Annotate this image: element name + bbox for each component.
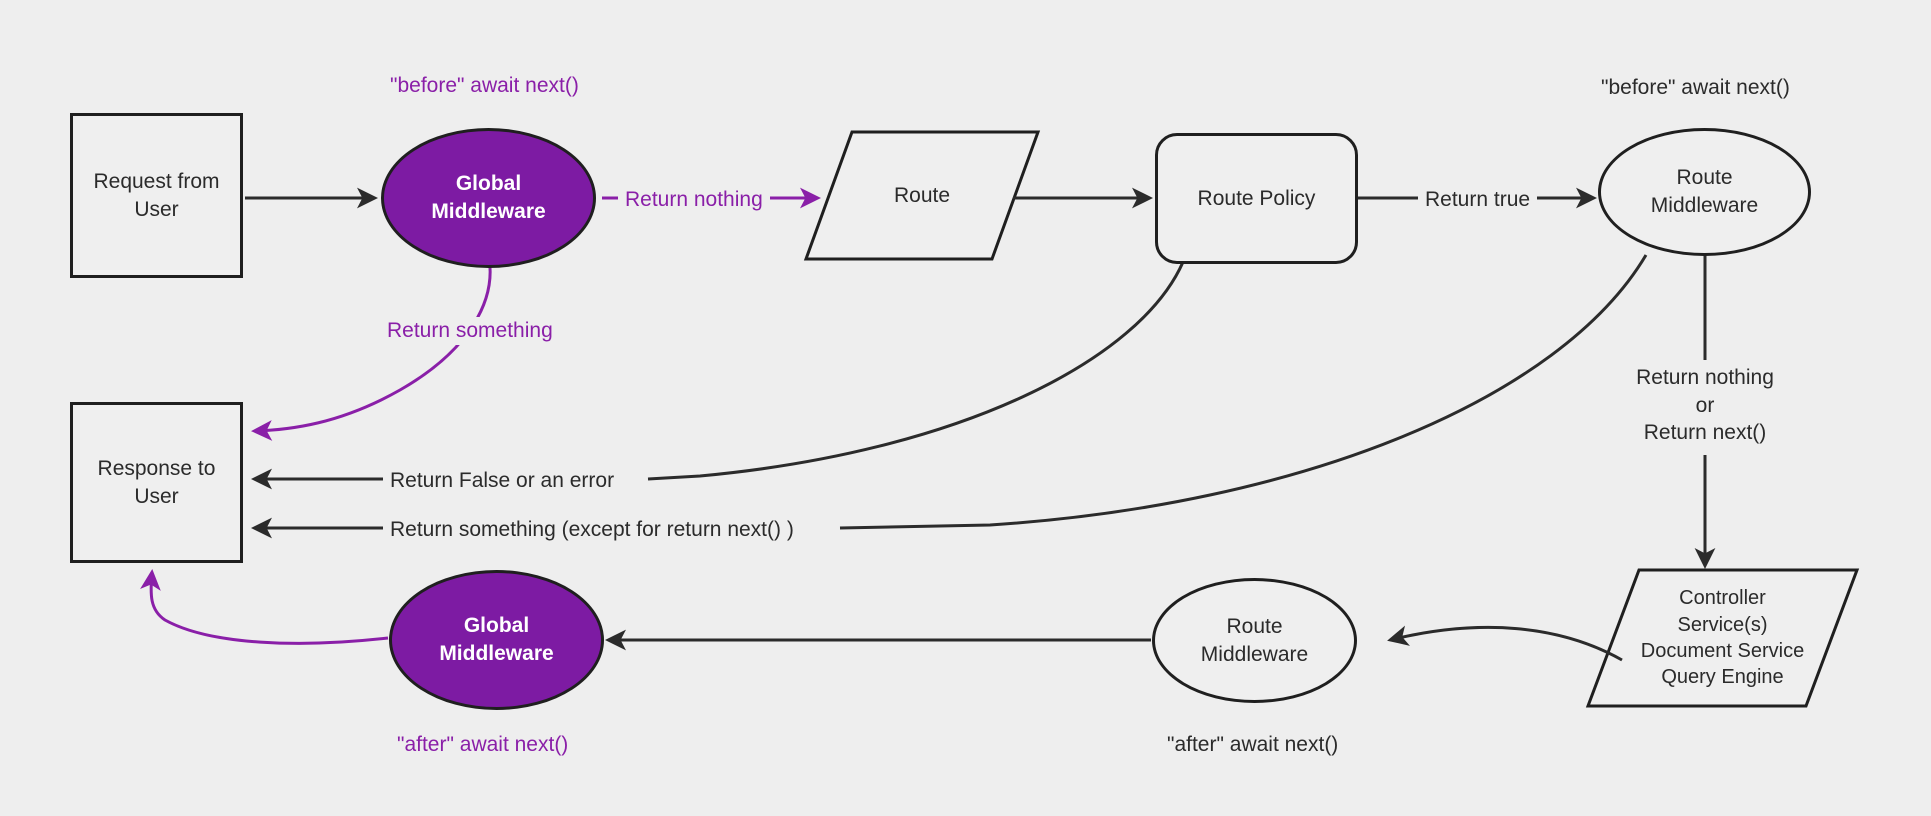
- annotation-after-await-next-route: "after" await next(): [1163, 733, 1343, 757]
- edge-label-return-nothing-text: Return nothing: [625, 188, 763, 211]
- node-route-label: Route: [893, 183, 951, 207]
- node-route-middleware-top[interactable]: Route Middleware: [1598, 128, 1811, 256]
- node-controller-line2: Service(s): [1677, 613, 1768, 636]
- node-controller-services[interactable]: Controller Service(s) Document Service Q…: [1588, 570, 1857, 706]
- edge-label-return-false-or-error-text: Return False or an error: [390, 469, 615, 492]
- edge-label-return-something-except: Return something (except for return next…: [383, 516, 801, 544]
- edge-label-return-something-except-text: Return something (except for return next…: [390, 518, 794, 541]
- node-global-middleware-top-line1: Global: [455, 172, 522, 196]
- edge-route-policy-to-response: [647, 261, 1185, 481]
- annotation-after-global-text: "after" await next(): [397, 733, 569, 756]
- edge-label-return-nothing-or-next: Return nothing or Return next(): [1625, 364, 1785, 448]
- node-controller-line3: Document Service: [1640, 640, 1805, 662]
- edge-label-return-nothing-or-next-line3: Return next(): [1643, 421, 1767, 445]
- node-response-line1: Response to: [97, 456, 216, 480]
- node-request-label: Request from User: [93, 168, 219, 223]
- node-route-policy-label: Route Policy: [1197, 186, 1316, 210]
- annotation-after-await-next-global: "after" await next(): [393, 733, 573, 757]
- node-global-middleware-top-label: Global Middleware: [431, 170, 545, 225]
- node-global-middleware-bottom-line1: Global: [463, 614, 530, 638]
- node-route-middleware-bottom-label: Route Middleware: [1201, 613, 1308, 668]
- node-route-middleware-bottom-line1: Route: [1226, 614, 1283, 638]
- node-controller-label: Controller Service(s) Document Service Q…: [1641, 585, 1804, 691]
- node-response-line2: User: [134, 484, 179, 508]
- annotation-after-route-text: "after" await next(): [1167, 733, 1339, 756]
- edge-label-return-something: Return something: [380, 317, 560, 345]
- edge-label-return-nothing: Return nothing: [618, 186, 770, 214]
- annotation-before-route-text: "before" await next(): [1601, 76, 1790, 99]
- node-route-policy[interactable]: Route Policy: [1155, 133, 1358, 264]
- node-global-middleware-top-line2: Middleware: [431, 200, 546, 223]
- edge-label-return-nothing-or-next-line1: Return nothing: [1636, 366, 1774, 389]
- node-global-middleware-bottom[interactable]: Global Middleware: [389, 570, 604, 710]
- node-request-label-line1: Request from: [93, 169, 220, 193]
- node-global-middleware-bottom-line2: Middleware: [439, 642, 554, 665]
- edge-label-return-something-text: Return something: [387, 319, 553, 342]
- annotation-before-await-next-route: "before" await next(): [1597, 76, 1794, 100]
- node-global-middleware-bottom-label: Global Middleware: [439, 612, 553, 667]
- node-response-label: Response to User: [98, 455, 216, 510]
- node-route-middleware-top-line1: Route: [1676, 166, 1733, 190]
- node-route-middleware-bottom[interactable]: Route Middleware: [1152, 578, 1357, 703]
- edge-label-return-false-or-error: Return False or an error: [383, 467, 622, 495]
- node-request-label-line2: User: [134, 197, 179, 221]
- node-route-middleware-bottom-line2: Middleware: [1200, 642, 1309, 666]
- node-controller-line4: Query Engine: [1661, 666, 1784, 689]
- edge-label-return-nothing-or-next-line2: or: [1695, 393, 1715, 417]
- edge-global-middleware-bottom-to-response: [140, 569, 389, 645]
- node-request-from-user[interactable]: Request from User: [70, 113, 243, 278]
- node-route[interactable]: Route: [806, 132, 1038, 259]
- annotation-before-global-text: "before" await next(): [390, 74, 579, 97]
- edge-label-return-true-text: Return true: [1425, 188, 1531, 211]
- edge-route-middleware-to-response: [839, 254, 1648, 530]
- node-route-middleware-top-label: Route Middleware: [1651, 164, 1758, 219]
- node-global-middleware-top[interactable]: Global Middleware: [381, 128, 596, 268]
- node-response-to-user[interactable]: Response to User: [70, 402, 243, 563]
- annotation-before-await-next-global: "before" await next(): [386, 74, 583, 98]
- node-controller-line1: Controller: [1679, 587, 1766, 610]
- edge-label-return-true: Return true: [1418, 186, 1538, 214]
- node-route-middleware-top-line2: Middleware: [1650, 194, 1759, 217]
